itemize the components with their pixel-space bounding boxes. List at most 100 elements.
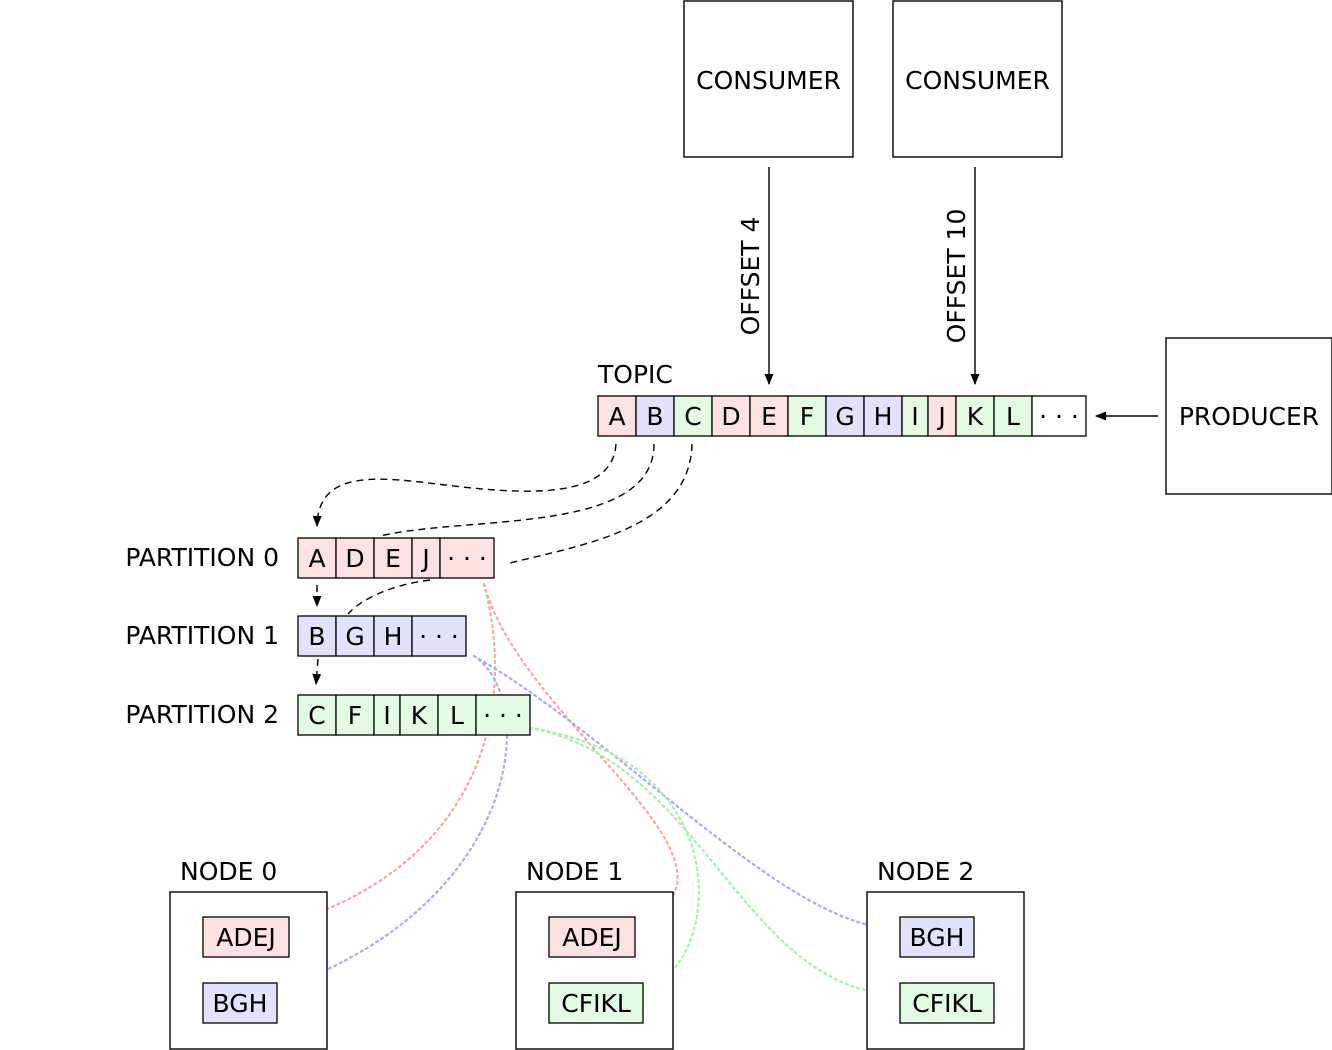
topic-cell [901,395,929,437]
route-b-to-partition-0 [379,443,655,537]
partition-cell-label: A [308,544,325,573]
replica-box [202,982,278,1024]
topic-cell-label: D [721,402,740,431]
producer-group: PRODUCER [1094,337,1332,495]
topic-cell-label: G [835,402,854,431]
consumers: CONSUMER OFFSET 4 CONSUMER OFFSET 10 [683,0,1063,386]
route-partition-1-to-2 [312,658,322,686]
topic-cell [673,395,713,437]
partition-cell-label: · · · [447,544,487,573]
topic-cell [993,395,1033,437]
partition-label: PARTITION 2 [125,700,279,729]
topic-cell [597,395,637,437]
topic-cell-label: A [608,402,625,431]
topic-cell [1031,395,1087,437]
topic-label: TOPIC [597,360,673,389]
replica-box [548,916,636,958]
replica-box [899,916,975,958]
topic-cell [711,395,751,437]
replica-box [899,982,995,1024]
partition-cell-label: C [308,701,325,730]
topic-cell [825,395,865,437]
node-label: NODE 1 [526,857,623,886]
partition-cell [411,615,467,657]
partition-cell [475,694,531,736]
partition-cell [411,537,441,579]
replica-box [548,982,644,1024]
partition-label: PARTITION 0 [125,543,279,572]
replica-label: ADEJ [562,923,622,952]
partition-cell [335,615,375,657]
partition-cell-label: B [308,622,325,651]
topic-cell-label: K [967,402,984,431]
partition-cell-label: H [384,622,403,651]
topic-cell [635,395,675,437]
nodes: NODE 0 ADEJ BGH NODE 1 ADEJ CFIKL NODE 2 BGH CFI… [169,857,1025,1050]
consumer-offset-label: OFFSET 4 [736,217,765,336]
partition-routing-links [312,443,693,686]
partition-cell-label: J [420,544,429,573]
replication-link-p0-node1 [482,582,679,920]
topic-cell [863,395,903,437]
replica-label: ADEJ [216,923,276,952]
partition-cell [439,537,495,579]
producer-box[interactable] [1165,337,1332,495]
consumer-offset-label: OFFSET 10 [942,209,971,344]
replication-link-p0-node0 [302,582,497,920]
partition-cell [297,537,337,579]
replica-label: BGH [910,923,965,952]
consumer-box[interactable] [892,0,1063,158]
topic-cell [955,395,995,437]
partition-cell [373,694,401,736]
node-box[interactable] [515,891,674,1050]
replica-label: CFIKL [561,989,631,1018]
topic-cell-label: C [684,402,701,431]
topic-cell-label: E [761,402,777,431]
topic-cell-label: L [1006,402,1020,431]
partition-cell-label: E [385,544,401,573]
partition-cell-label: F [348,701,362,730]
consumer-box[interactable] [683,0,854,158]
topic-cell-label: F [800,402,814,431]
node-box[interactable] [866,891,1025,1050]
replica-box [202,916,290,958]
route-c-to-partition-0 [505,443,693,565]
route-b-to-partition-1 [347,579,431,615]
partition-cell-label: L [450,701,464,730]
topic-cell-label: J [936,402,945,431]
consumer-label: CONSUMER [905,66,1050,95]
replication-links [288,582,890,1000]
partition-label: PARTITION 1 [125,621,279,650]
topic-cell-label: · · · [1039,402,1079,431]
replica-label: CFIKL [912,989,982,1018]
partition-cell-label: I [383,701,390,730]
replica-label: BGH [213,989,268,1018]
partition-cell-label: · · · [483,701,523,730]
topic-cell [749,395,789,437]
partition-cell-label: · · · [419,622,459,651]
partition-cell-label: D [345,544,364,573]
route-a-to-partition-0 [312,443,617,528]
partition-cell [297,615,337,657]
replication-link-p2-node2 [528,726,890,1000]
replication-link-p1-node0 [288,654,508,987]
partition-cell [297,694,337,736]
partition-cell [373,537,413,579]
node-label: NODE 0 [180,857,277,886]
replication-link-p2-node1 [528,726,700,986]
node-label: NODE 2 [877,857,974,886]
topic-cell-label: B [646,402,663,431]
partition-cell-label: K [411,701,428,730]
producer-label: PRODUCER [1179,402,1319,431]
consumer-label: CONSUMER [696,66,841,95]
node-box[interactable] [169,891,328,1050]
topic-cell-label: H [874,402,893,431]
replication-link-p1-node2 [472,654,890,934]
topic-cell-label: I [911,402,918,431]
partition-cell-label: G [345,622,364,651]
partition-cell [335,694,375,736]
